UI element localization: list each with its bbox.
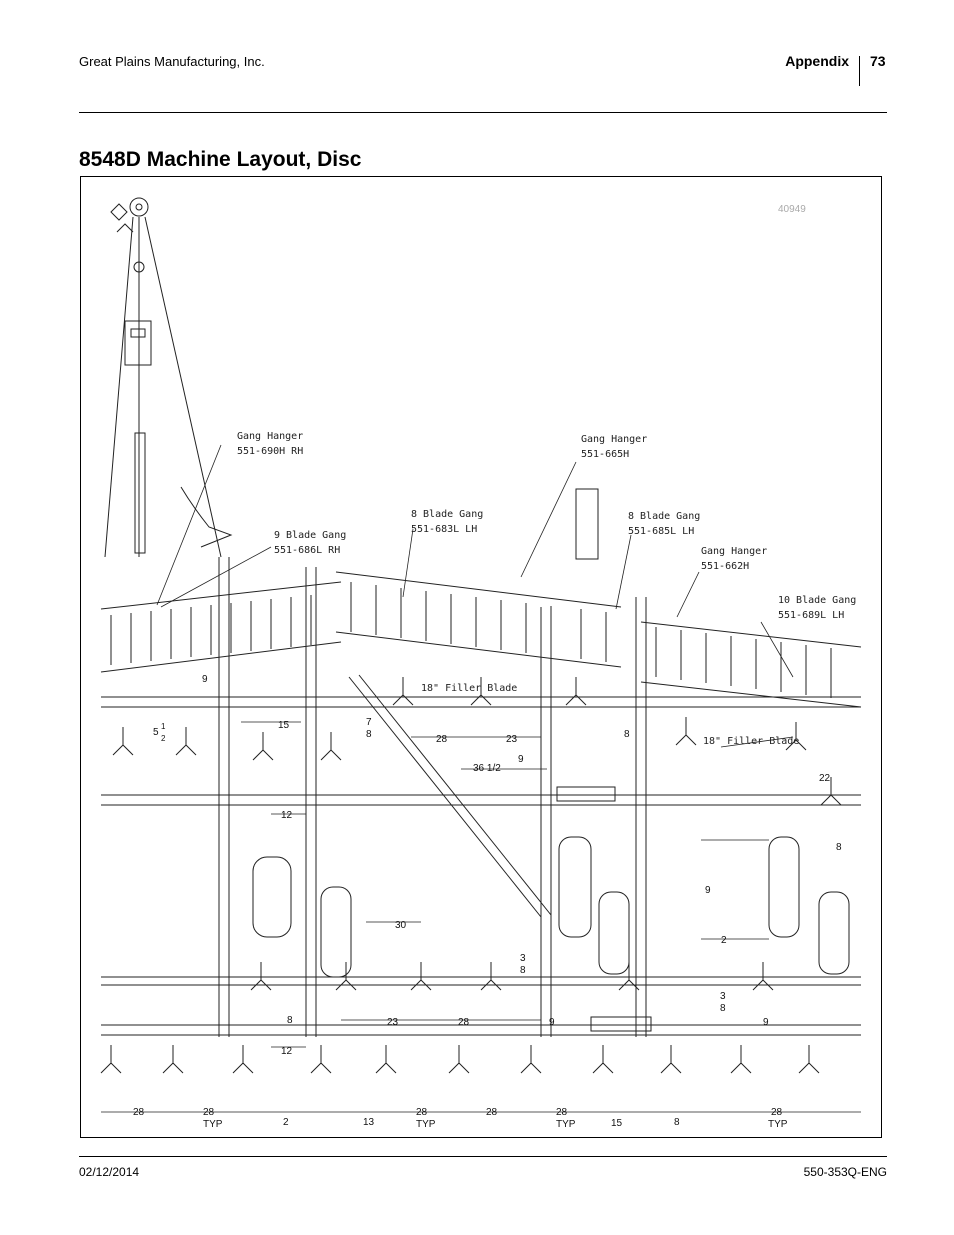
bottom-dimensions: 28 28 TYP 2 13 28 TYP 28 28 TYP 15 8 28 … — [133, 1107, 788, 1130]
footer-doc-number: 550-353Q-ENG — [803, 1165, 887, 1179]
callout-8-blade-683l-line2: 551-683L LH — [411, 524, 477, 535]
hitch-tongue — [104, 197, 233, 558]
dim-label: 2 — [161, 734, 166, 743]
dim-label: 12 — [281, 1046, 293, 1057]
header-company: Great Plains Manufacturing, Inc. — [79, 54, 265, 69]
dim-label: 15 — [278, 720, 290, 731]
callout-10-blade-689l-line1: 10 Blade Gang — [778, 595, 856, 606]
dim-bottom: 28 — [203, 1107, 215, 1118]
dim-typ: TYP — [556, 1119, 576, 1130]
dim-typ: TYP — [416, 1119, 436, 1130]
dim-label: 8 — [720, 1003, 726, 1014]
dim-bottom: 15 — [611, 1118, 623, 1129]
callout-gang-hanger-662h-line1: Gang Hanger — [701, 546, 767, 557]
dim-bottom: 28 — [133, 1107, 145, 1118]
hydraulic-cylinders — [556, 488, 652, 1032]
dim-label: 2 — [721, 935, 727, 946]
page-number: 73 — [870, 53, 886, 69]
callout-8-blade-683l-line1: 8 Blade Gang — [411, 509, 483, 520]
dim-label: 1 — [161, 722, 166, 731]
dim-bottom: 28 — [486, 1107, 498, 1118]
figure-id: 40949 — [778, 204, 806, 215]
callout-8-blade-685l-line1: 8 Blade Gang — [628, 511, 700, 522]
dim-label: 5 — [153, 727, 159, 738]
dim-bottom: 13 — [363, 1117, 375, 1128]
header-rule — [79, 112, 887, 113]
dim-label: 8 — [624, 729, 630, 740]
header-divider — [859, 56, 860, 86]
callout-10-blade-689l-line2: 551-689L LH — [778, 610, 844, 621]
dim-typ: TYP — [203, 1119, 223, 1130]
filler-blade-label-2: 18" Filler Blade — [703, 736, 799, 747]
page-title: 8548D Machine Layout, Disc — [79, 148, 362, 171]
dim-label: 22 — [819, 773, 831, 784]
dim-label: 23 — [387, 1017, 399, 1028]
footer-rule — [79, 1156, 887, 1157]
gauge-wheels — [252, 836, 850, 978]
footer-date: 02/12/2014 — [79, 1165, 140, 1179]
dim-bottom: 28 — [771, 1107, 783, 1118]
dim-label: 9 — [705, 885, 711, 896]
dim-bottom: 2 — [283, 1117, 289, 1128]
dim-label: 9 — [763, 1017, 769, 1028]
dim-label: 7 — [366, 717, 372, 728]
dim-label: 3 — [720, 991, 726, 1002]
dim-label: 30 — [395, 920, 407, 931]
shanks — [100, 677, 842, 1074]
filler-blade-label-1: 18" Filler Blade — [421, 683, 517, 694]
dim-bottom: 28 — [556, 1107, 568, 1118]
dim-bottom: 28 — [416, 1107, 428, 1118]
dim-label: 8 — [836, 842, 842, 853]
dim-bottom: 8 — [674, 1117, 680, 1128]
dim-label: 12 — [281, 810, 293, 821]
dim-label: 28 — [458, 1017, 470, 1028]
dim-label: 23 — [506, 734, 518, 745]
dimension-lines — [101, 721, 861, 1113]
dim-label: 8 — [520, 965, 526, 976]
dim-label: 9 — [549, 1017, 555, 1028]
layout-drawing: 40949 Gang Hanger 551-690H RH Gang Hange… — [100, 197, 862, 1130]
dim-label: 9 — [202, 674, 208, 685]
dim-label: 36 1/2 — [473, 763, 501, 774]
callout-gang-hanger-662h-line2: 551-662H — [701, 561, 749, 572]
dim-label: 8 — [287, 1015, 293, 1026]
callout-labels: Gang Hanger 551-690H RH Gang Hanger 551-… — [237, 431, 856, 747]
callout-9-blade-686l-line2: 551-686L RH — [274, 545, 340, 556]
dim-typ: TYP — [768, 1119, 788, 1130]
callout-leaders — [156, 444, 794, 748]
callout-9-blade-686l-line1: 9 Blade Gang — [274, 530, 346, 541]
callout-gang-hanger-690h-line1: Gang Hanger — [237, 431, 303, 442]
main-frame — [101, 557, 861, 1037]
dim-label: 8 — [366, 729, 372, 740]
header-section: Appendix — [785, 53, 849, 69]
callout-gang-hanger-665h-line2: 551-665H — [581, 449, 629, 460]
dimension-labels: 9 5 1 2 15 7 8 28 23 9 8 36 1/2 22 12 8 … — [153, 674, 842, 1057]
callout-gang-hanger-690h-line2: 551-690H RH — [237, 446, 303, 457]
dim-label: 28 — [436, 734, 448, 745]
callout-gang-hanger-665h-line1: Gang Hanger — [581, 434, 647, 445]
dim-label: 9 — [518, 754, 524, 765]
callout-8-blade-685l-line2: 551-685L LH — [628, 526, 694, 537]
dim-label: 3 — [520, 953, 526, 964]
machine-layout-figure: 40949 Gang Hanger 551-690H RH Gang Hange… — [80, 176, 882, 1138]
